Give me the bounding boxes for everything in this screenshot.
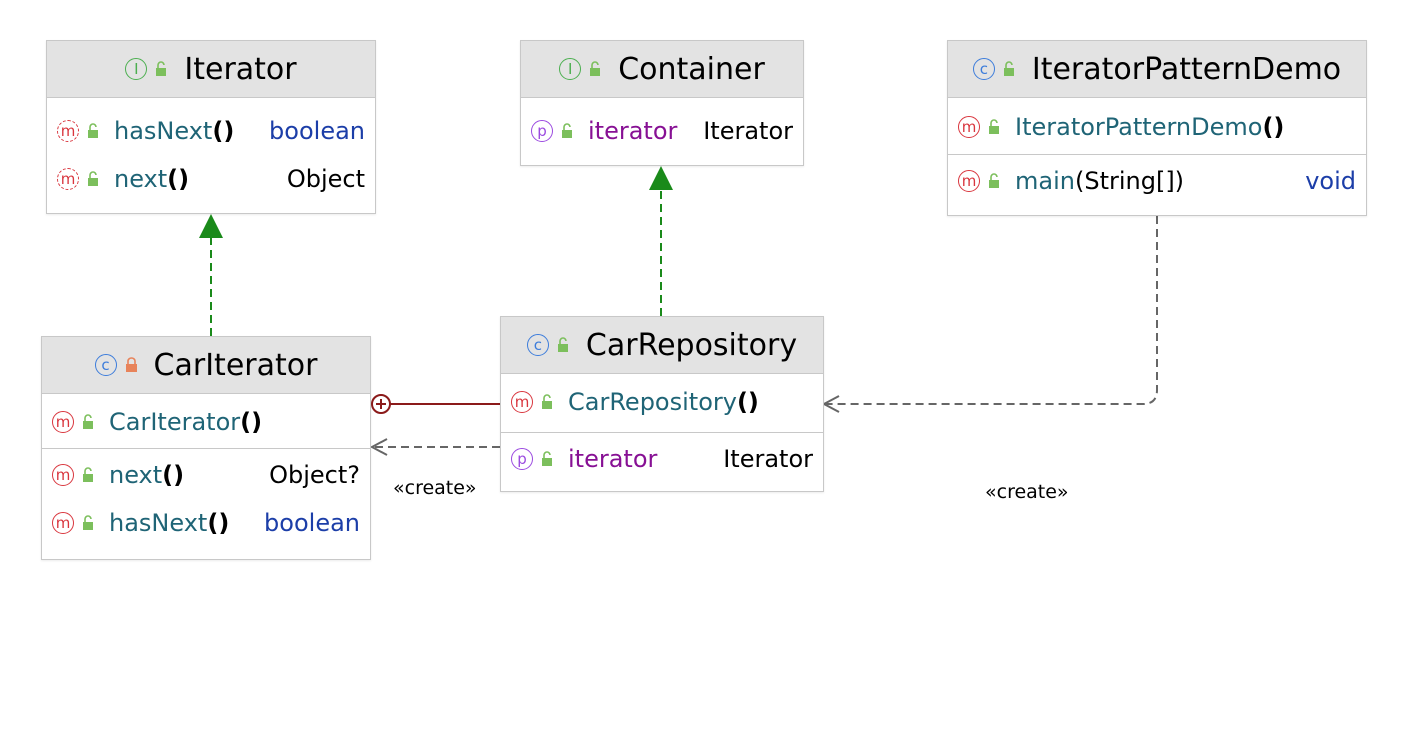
public-lock-icon bbox=[88, 171, 98, 186]
property-name: iterator bbox=[588, 117, 678, 145]
member-row[interactable]: m hasNext() boolean bbox=[47, 107, 375, 155]
class-name: IteratorPatternDemo bbox=[1031, 51, 1342, 87]
class-name: Container bbox=[618, 51, 765, 87]
public-lock-icon bbox=[83, 467, 93, 482]
member-row[interactable]: m CarRepository() bbox=[501, 378, 823, 426]
public-lock-icon bbox=[989, 119, 999, 134]
container-header: I Container bbox=[521, 41, 803, 98]
public-lock-icon bbox=[1003, 61, 1014, 76]
method-parens: () bbox=[212, 117, 235, 145]
property-icon: p bbox=[511, 448, 533, 470]
carrepository-header: c CarRepository bbox=[501, 317, 823, 374]
members-section: m hasNext() boolean m next() Object bbox=[47, 98, 375, 203]
create-edge-carrepository-cariterator bbox=[369, 438, 500, 456]
realization-edge-cariterator-iterator bbox=[199, 214, 223, 336]
public-lock-icon bbox=[83, 515, 93, 530]
member-row[interactable]: m hasNext() boolean bbox=[42, 499, 370, 547]
property-type: Iterator bbox=[723, 445, 813, 473]
public-lock-icon bbox=[562, 123, 572, 138]
public-lock-icon bbox=[88, 123, 98, 138]
return-type: boolean bbox=[269, 117, 365, 145]
public-lock-icon bbox=[156, 61, 167, 76]
methods-section: m next() Object? m hasNext() boolean bbox=[42, 449, 370, 547]
member-row[interactable]: m next() Object? bbox=[42, 451, 370, 499]
method-name: next bbox=[114, 165, 168, 193]
public-lock-icon bbox=[542, 451, 552, 466]
return-type: boolean bbox=[264, 509, 360, 537]
class-icon: c bbox=[972, 58, 995, 80]
interface-icon: I bbox=[559, 58, 582, 80]
method-parens: () bbox=[207, 509, 230, 537]
method-icon: m bbox=[52, 411, 74, 433]
method-parens: () bbox=[736, 388, 759, 416]
public-lock-icon bbox=[557, 337, 568, 352]
return-type: Object bbox=[286, 165, 365, 193]
return-type: void bbox=[1305, 167, 1356, 195]
class-name: Iterator bbox=[184, 51, 297, 87]
property-name: iterator bbox=[568, 445, 658, 473]
method-icon: m bbox=[511, 391, 533, 413]
iterator-interface-node[interactable]: I Iterator m hasNext() boolean m next() … bbox=[46, 40, 376, 214]
abstract-method-icon: m bbox=[57, 168, 79, 190]
method-icon: m bbox=[52, 512, 74, 534]
class-name: CarRepository bbox=[585, 327, 798, 363]
abstract-method-icon: m bbox=[57, 120, 79, 142]
container-interface-node[interactable]: I Container p iterator Iterator bbox=[520, 40, 804, 166]
method-icon: m bbox=[958, 170, 980, 192]
member-row[interactable]: m CarIterator() bbox=[42, 398, 370, 446]
public-lock-icon bbox=[989, 173, 999, 188]
nested-edge-carrepository-cariterator bbox=[371, 394, 500, 414]
constructor-name: CarRepository bbox=[568, 388, 737, 416]
method-name: hasNext bbox=[109, 509, 208, 537]
constructor-name: CarIterator bbox=[109, 408, 241, 436]
cariterator-class-node[interactable]: c CarIterator m CarIterator() m next() O… bbox=[41, 336, 371, 560]
cariterator-header: c CarIterator bbox=[42, 337, 370, 394]
member-row[interactable]: m IteratorPatternDemo() bbox=[948, 103, 1366, 151]
constructors-section: m CarRepository() bbox=[501, 374, 823, 433]
iterator-header: I Iterator bbox=[47, 41, 375, 98]
member-row[interactable]: p iterator Iterator bbox=[501, 435, 823, 483]
method-icon: m bbox=[52, 464, 74, 486]
create-edge-demo-carrepository bbox=[821, 216, 1158, 413]
member-row[interactable]: m main(String[]) void bbox=[948, 157, 1366, 205]
property-icon: p bbox=[531, 120, 553, 142]
class-name: CarIterator bbox=[153, 347, 318, 383]
member-row[interactable]: m next() Object bbox=[47, 155, 375, 203]
iteratorpatterndemo-class-node[interactable]: c IteratorPatternDemo m IteratorPatternD… bbox=[947, 40, 1367, 216]
public-lock-icon bbox=[83, 414, 93, 429]
constructors-section: m IteratorPatternDemo() bbox=[948, 98, 1366, 155]
constructor-name: IteratorPatternDemo bbox=[1015, 113, 1263, 141]
demo-header: c IteratorPatternDemo bbox=[948, 41, 1366, 98]
method-parens: () bbox=[167, 165, 190, 193]
method-name: next bbox=[109, 461, 163, 489]
method-parens: () bbox=[240, 408, 263, 436]
method-name: main bbox=[1015, 167, 1075, 195]
members-section: p iterator Iterator bbox=[521, 98, 803, 155]
property-type: Iterator bbox=[703, 117, 793, 145]
method-icon: m bbox=[958, 116, 980, 138]
carrepository-class-node[interactable]: c CarRepository m CarRepository() p iter… bbox=[500, 316, 824, 492]
method-name: hasNext bbox=[114, 117, 213, 145]
member-row[interactable]: p iterator Iterator bbox=[521, 107, 803, 155]
methods-section: m main(String[]) void bbox=[948, 155, 1366, 205]
create-label-right: «create» bbox=[985, 481, 1069, 503]
interface-icon: I bbox=[125, 58, 148, 80]
private-lock-icon bbox=[125, 357, 137, 372]
class-icon: c bbox=[526, 334, 549, 356]
constructors-section: m CarIterator() bbox=[42, 394, 370, 449]
class-icon: c bbox=[94, 354, 117, 376]
realization-edge-carrepository-container bbox=[649, 166, 673, 316]
properties-section: p iterator Iterator bbox=[501, 433, 823, 483]
public-lock-icon bbox=[590, 61, 601, 76]
return-type: Object? bbox=[269, 461, 360, 489]
method-parens: () bbox=[162, 461, 185, 489]
method-parens: () bbox=[1262, 113, 1285, 141]
create-label-left: «create» bbox=[393, 477, 477, 499]
method-params: (String[]) bbox=[1074, 167, 1185, 195]
public-lock-icon bbox=[542, 394, 552, 409]
